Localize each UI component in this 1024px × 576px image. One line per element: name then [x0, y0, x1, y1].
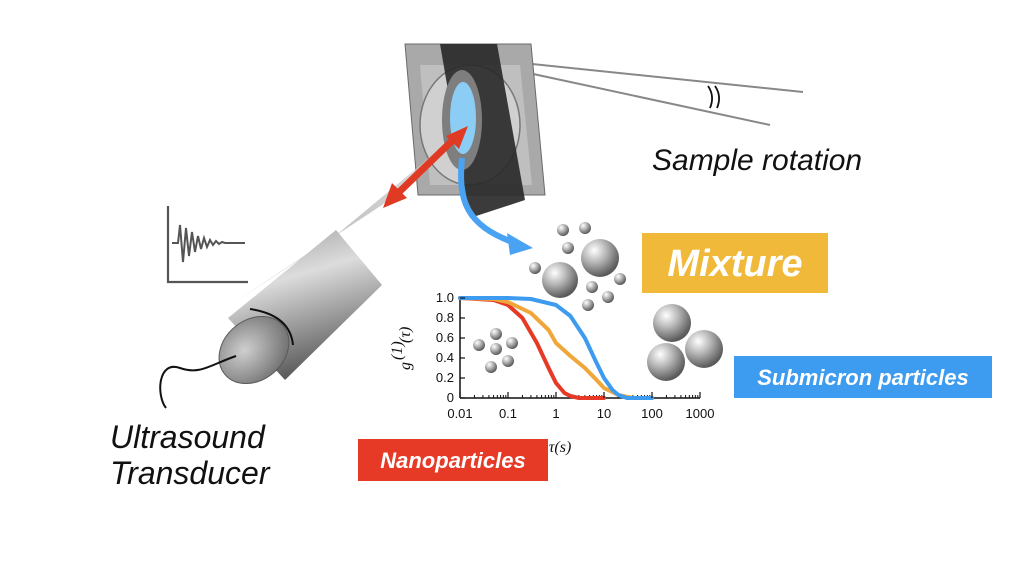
- chart-ticks: 0.01 0.1 1 10 100 1000 0 0.2 0.4 0.6 0.8 1.0: [436, 290, 715, 421]
- ultrasound-label-line1: Ultrasound: [110, 419, 266, 455]
- y-axis-label-arg: (τ): [397, 327, 414, 343]
- y-tick-label: 0.8: [436, 310, 454, 325]
- submicron-particles-icon: [647, 304, 723, 381]
- y-tick-label: 0.2: [436, 370, 454, 385]
- y-tick-label: 0.6: [436, 330, 454, 345]
- ultrasound-transducer: [218, 230, 382, 385]
- nanoparticles-label: Nanoparticles: [380, 448, 526, 473]
- x-tick-label: 0.01: [447, 406, 472, 421]
- sample-rotation-label: Sample rotation: [652, 144, 862, 177]
- x-tick-label: 1: [552, 406, 559, 421]
- transducer-cable: [159, 355, 237, 409]
- mixture-label-box: [642, 233, 828, 293]
- x-tick-label: 1000: [686, 406, 715, 421]
- ultrasound-label-line2: Transducer: [110, 455, 271, 491]
- x-axis-label: τ(s): [549, 439, 572, 456]
- scattering-arrow: [458, 157, 533, 255]
- y-tick-label: 0.4: [436, 350, 454, 365]
- nanoparticles-label-box: [358, 439, 548, 481]
- y-tick-label: 0: [447, 390, 454, 405]
- x-tick-label: 100: [641, 406, 663, 421]
- series-line-0: [458, 296, 606, 400]
- nanoparticles-icon: [473, 328, 518, 373]
- chart-series: [458, 296, 654, 400]
- series-line-2: [458, 296, 654, 400]
- mixture-label: Mixture: [667, 243, 802, 285]
- mixture-particles: [529, 222, 626, 311]
- signal-waveform-icon: [166, 206, 248, 284]
- x-tick-label: 10: [597, 406, 611, 421]
- submicron-label: Submicron particles: [757, 365, 969, 390]
- y-axis-label-sup: (1): [389, 341, 406, 360]
- y-tick-label: 1.0: [436, 290, 454, 305]
- y-axis-label-main: g: [397, 362, 414, 370]
- x-tick-label: 0.1: [499, 406, 517, 421]
- submicron-label-box: [734, 356, 992, 398]
- sample-cell: [404, 43, 546, 218]
- ultrasound-double-arrow: [383, 126, 468, 208]
